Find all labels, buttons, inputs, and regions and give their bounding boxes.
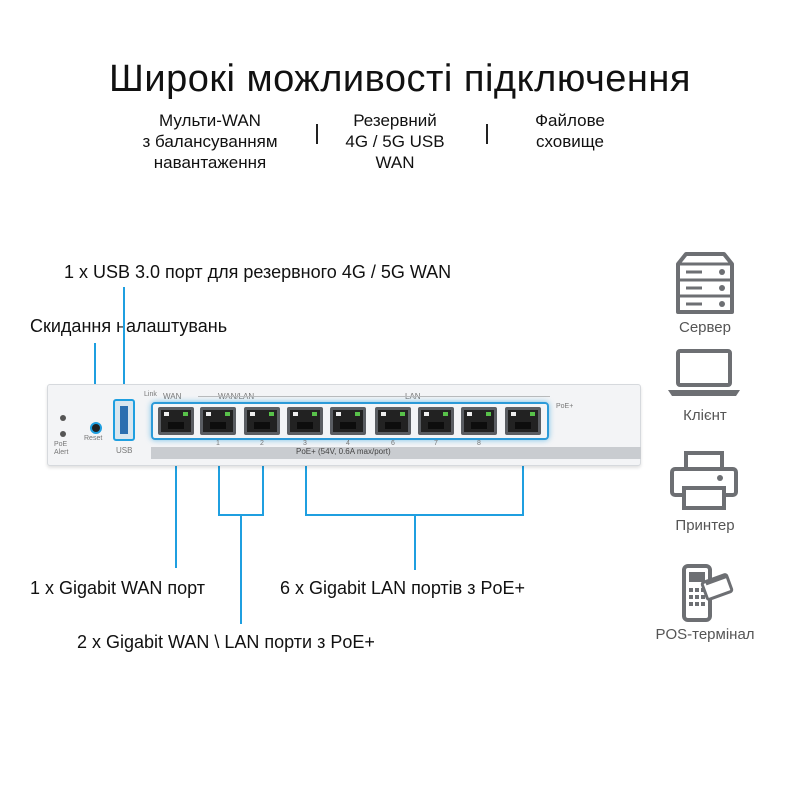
port-number: 2 bbox=[260, 440, 264, 447]
usb-tongue bbox=[120, 406, 128, 434]
feature-line: сховище bbox=[535, 132, 605, 151]
lan-callout-line-a bbox=[305, 438, 307, 515]
lan-port-3[interactable] bbox=[287, 407, 323, 435]
power-led bbox=[60, 415, 66, 421]
lan-port-7[interactable] bbox=[461, 407, 497, 435]
feature-separator bbox=[486, 124, 488, 144]
laptop-device bbox=[664, 348, 744, 398]
port-number: 8 bbox=[477, 440, 481, 447]
feature-line: Файлове bbox=[535, 111, 605, 130]
poe-spec-strip: PoE+ (54V, 0.6A max/port) bbox=[151, 447, 641, 459]
router-front-panel: PoE Alert Reset USB Link WAN WAN/LAN LAN… bbox=[47, 384, 641, 466]
wan-callout-line bbox=[175, 438, 177, 568]
page-title: Широкі можливості підключення bbox=[109, 58, 691, 100]
reset-button[interactable] bbox=[90, 422, 102, 434]
lan-port-6[interactable] bbox=[418, 407, 454, 435]
port-number: 1 bbox=[216, 440, 220, 447]
port-number: 7 bbox=[434, 440, 438, 447]
wanlan-callout-stem bbox=[240, 514, 242, 624]
feature-separator bbox=[316, 124, 318, 144]
port-number: 4 bbox=[346, 440, 350, 447]
server-device bbox=[672, 250, 738, 316]
wan-group-label: WAN bbox=[163, 392, 182, 401]
feature-line: навантаження bbox=[153, 153, 267, 172]
lan-callout-stem bbox=[414, 514, 416, 570]
poe-spec-label: PoE+ (54V, 0.6A max/port) bbox=[296, 447, 391, 456]
wanlan-callout: 2 x Gigabit WAN \ LAN порти з PoE+ bbox=[77, 632, 375, 652]
feature-line: 4G / 5G USB bbox=[345, 132, 445, 151]
wanlan-port-2[interactable] bbox=[244, 407, 280, 435]
usb-port[interactable] bbox=[113, 399, 135, 441]
laptop-icon bbox=[668, 349, 740, 396]
laptop-label: Клієнт bbox=[683, 407, 727, 424]
printer-label: Принтер bbox=[675, 517, 735, 534]
feature-line: Резервний bbox=[353, 111, 437, 130]
feature-backup-wan: Резервний 4G / 5G USB WAN bbox=[325, 110, 465, 173]
feature-file-storage: Файлове сховище bbox=[515, 110, 625, 152]
pos-device bbox=[678, 560, 734, 622]
server-label: Сервер bbox=[678, 319, 731, 336]
wanlan-group-line bbox=[198, 396, 288, 397]
printer-device bbox=[668, 450, 740, 512]
link-label: Link bbox=[144, 391, 157, 398]
feature-line: Мульти-WAN bbox=[159, 111, 261, 130]
wanlan-port-1[interactable] bbox=[200, 407, 236, 435]
poe-alert-led bbox=[60, 431, 66, 437]
lan-port-8[interactable] bbox=[505, 407, 541, 435]
poe-port-highlight bbox=[151, 402, 549, 440]
port-number: 3 bbox=[303, 440, 307, 447]
feature-multi-wan: Мульти-WAN з балансуванням навантаження bbox=[120, 110, 300, 173]
wan-callout: 1 x Gigabit WAN порт bbox=[30, 578, 205, 598]
wan-port[interactable] bbox=[158, 407, 194, 435]
port-number: 6 bbox=[391, 440, 395, 447]
printer-icon bbox=[670, 451, 738, 510]
lan-callout: 6 x Gigabit LAN портів з PoE+ bbox=[280, 578, 526, 598]
feature-line: WAN bbox=[375, 153, 415, 172]
wanlan-callout-line-b bbox=[262, 438, 264, 515]
wanlan-callout-line-a bbox=[218, 438, 220, 515]
usb-label: USB bbox=[116, 446, 133, 455]
lan-port-4[interactable] bbox=[330, 407, 366, 435]
pos-terminal-icon bbox=[682, 564, 734, 622]
poe-alert-label: PoE Alert bbox=[54, 441, 69, 456]
lan-port-5[interactable] bbox=[375, 407, 411, 435]
lan-group-line bbox=[288, 396, 550, 397]
usb-callout: 1 x USB 3.0 порт для резервного 4G / 5G … bbox=[64, 262, 452, 282]
pos-label: POS-термінал bbox=[655, 626, 755, 643]
poe-side-label: PoE+ bbox=[556, 403, 574, 410]
feature-line: з балансуванням bbox=[142, 132, 278, 151]
reset-label: Reset bbox=[84, 435, 103, 442]
lan-callout-line-b bbox=[522, 438, 524, 515]
reset-callout: Скидання налаштувань bbox=[30, 316, 228, 336]
server-icon bbox=[676, 252, 734, 314]
usb-callout-line bbox=[123, 287, 125, 399]
